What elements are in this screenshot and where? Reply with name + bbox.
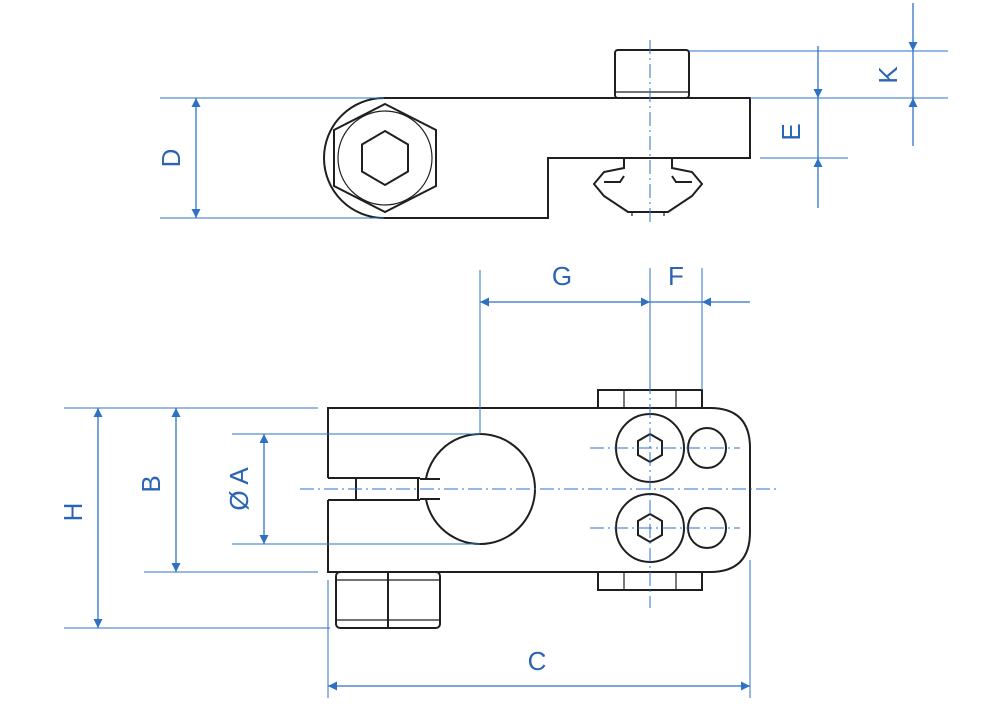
label-K: K (873, 66, 903, 84)
label-E: E (776, 123, 806, 140)
nut-face-circle (337, 110, 433, 206)
t-slot-nut (592, 157, 704, 213)
label-B: B (136, 475, 166, 492)
hex-socket-icon (361, 129, 409, 187)
side-view (323, 40, 751, 226)
label-A: Ø A (224, 467, 254, 511)
plan-view (300, 380, 780, 629)
hex-nut (333, 102, 437, 214)
side-body-outline (384, 97, 751, 219)
dimension-lines (93, 3, 918, 691)
dimension-labels: D E K G F H B Ø A C (58, 66, 903, 676)
screw-head (614, 49, 690, 99)
label-H: H (58, 503, 88, 522)
label-F: F (668, 261, 684, 291)
label-C: C (528, 646, 547, 676)
label-D: D (156, 149, 186, 168)
label-G: G (552, 261, 572, 291)
